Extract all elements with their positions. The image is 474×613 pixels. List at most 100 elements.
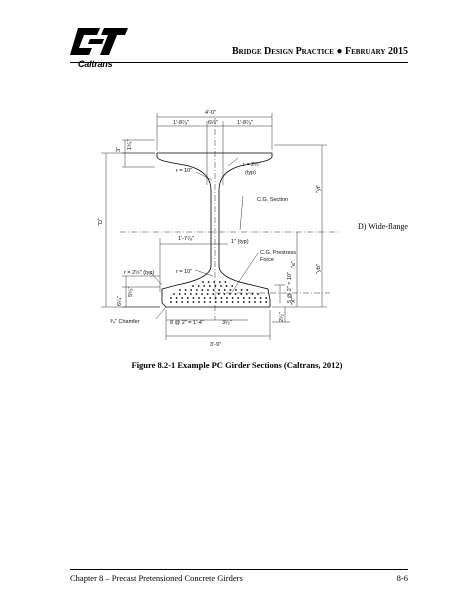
strand	[220, 285, 222, 287]
page-header-title: Bridge Design Practice ● February 2015	[232, 46, 408, 57]
strand	[265, 297, 268, 299]
strand	[237, 301, 240, 303]
strand	[178, 293, 181, 295]
dim-depth: "D"	[98, 218, 104, 226]
header-title-part1: Bridge Design Practice	[231, 46, 334, 57]
strand	[220, 301, 223, 303]
strand	[248, 297, 251, 299]
dim-x: "X"	[291, 297, 297, 305]
strand	[246, 289, 249, 291]
strand	[181, 301, 184, 303]
dim-left-b: 5⁵⁄₈"	[127, 286, 134, 297]
strand	[223, 293, 226, 295]
strand	[186, 301, 189, 303]
dim-left-a: 6¹⁄₄"	[117, 296, 123, 306]
label-radius-top-typ: r = 2½"	[243, 161, 261, 168]
strand	[181, 297, 184, 299]
strand	[242, 301, 245, 303]
strand	[208, 285, 211, 287]
strand	[214, 285, 217, 287]
header-rule	[70, 62, 408, 63]
label-radius-ten-bottom: r = 10"	[176, 269, 192, 275]
logo-wordmark: Caltrans	[78, 59, 113, 69]
caltrans-logo: Caltrans	[70, 26, 128, 72]
dim-overall-width: 4'-0"	[205, 110, 216, 116]
strand	[198, 301, 200, 303]
dim-web-offset: 1'-7⁷⁄₈"	[178, 235, 194, 242]
strand	[231, 297, 234, 299]
strand	[223, 289, 226, 291]
strand	[206, 293, 209, 295]
strand	[175, 297, 178, 299]
dim-strand-spacing: 8 @ 2" = 1'-4"	[170, 320, 204, 326]
dim-spacing-right: 5 @ 2" = 10"	[287, 272, 293, 303]
header-bullet: ●	[336, 46, 343, 57]
strand	[235, 289, 237, 291]
label-radius-ten-top: r = 10"	[176, 168, 192, 174]
strand	[259, 301, 262, 303]
girder-outline	[156, 152, 273, 308]
footer-page-number: 8-6	[396, 573, 408, 583]
strand	[229, 289, 232, 291]
strand	[214, 297, 217, 299]
dim-bottom-width: 3'-9"	[210, 342, 221, 348]
strand	[186, 297, 189, 299]
dim-half-offset: 3¹⁄₂"	[222, 320, 232, 326]
strand	[203, 285, 206, 287]
strand	[213, 281, 216, 283]
strand	[173, 293, 175, 295]
dim-flange-left: 1'-8⁷⁄₈"	[173, 119, 189, 126]
strand	[231, 301, 234, 303]
strand	[207, 281, 210, 283]
dim-web-top: 6¹⁄₄"	[208, 120, 218, 126]
dim-e: "e"	[291, 261, 297, 268]
strand	[212, 293, 215, 295]
footer-chapter: Chapter 8 – Precast Pretensioned Concret…	[70, 573, 243, 583]
strand	[197, 285, 200, 287]
dim-top-b: 1⁵⁄₈"	[126, 139, 133, 150]
strand	[226, 301, 228, 303]
strand	[207, 289, 209, 291]
dim-top-a: 3"	[116, 147, 122, 152]
header-title-part2: February 2015	[345, 46, 408, 57]
strand	[170, 297, 172, 299]
strand	[217, 293, 220, 295]
strand	[234, 293, 237, 295]
strand	[184, 293, 187, 295]
dim-yb: "yb"	[316, 264, 322, 274]
strand	[240, 293, 243, 295]
strand	[203, 301, 206, 303]
dim-bottom-right: 2¹⁄₂"	[279, 312, 285, 322]
strand	[225, 285, 228, 287]
label-cg-section: C.G. Section	[257, 197, 288, 203]
dim-web-thickness: 1" (typ)	[231, 239, 249, 245]
strand	[170, 301, 172, 303]
dim-yt: "yt"	[316, 185, 322, 193]
figure-caption: Figure 8.2-1 Example PC Girder Sections …	[131, 360, 343, 370]
strand	[248, 301, 251, 303]
strand	[175, 301, 178, 303]
dim-flange-right: 1'-8⁷⁄₈"	[237, 119, 253, 126]
label-chamfer: ³⁄₄" Chamfer	[110, 319, 140, 325]
strand	[192, 297, 195, 299]
strand	[259, 297, 262, 299]
strand	[203, 297, 206, 299]
strand	[195, 289, 198, 291]
label-typ: (typ)	[245, 170, 256, 176]
section-label: D) Wide-flange	[358, 222, 408, 231]
label-radius-bottom-typ: r = 2½" (typ)	[124, 269, 154, 276]
strand	[254, 297, 256, 299]
strand	[195, 293, 198, 295]
strand	[198, 297, 200, 299]
label-cg-prestress-1: C.G. Prestress	[260, 250, 296, 256]
strand	[231, 285, 234, 287]
strand	[192, 285, 194, 287]
strand	[245, 293, 248, 295]
caltrans-mark-icon	[70, 28, 128, 55]
label-cg-prestress-2: Force	[260, 257, 274, 263]
strand	[240, 289, 243, 291]
strand	[209, 297, 212, 299]
strand	[184, 289, 187, 291]
strand	[218, 289, 221, 291]
